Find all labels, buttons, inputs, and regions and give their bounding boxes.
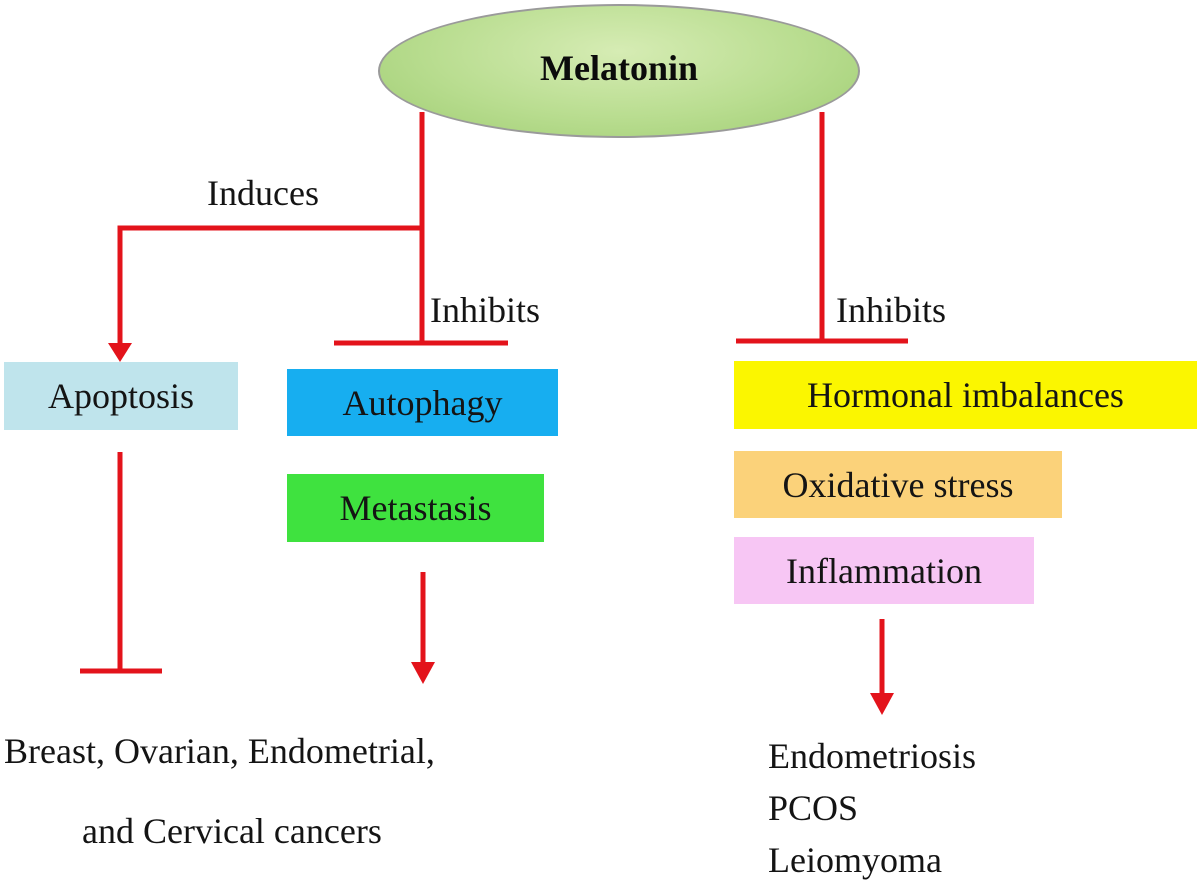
oxidative-stress-box: Oxidative stress xyxy=(734,451,1062,518)
inhibits-left-label: Inhibits xyxy=(430,290,541,330)
cancers-arrowhead xyxy=(411,662,435,684)
metastasis-label: Metastasis xyxy=(339,488,492,528)
autophagy-box: Autophagy xyxy=(287,369,558,436)
disease-item-pcos: PCOS xyxy=(768,788,859,828)
inflammation-box: Inflammation xyxy=(734,537,1034,604)
induces-branch-line xyxy=(117,225,422,345)
disease-list: Endometriosis PCOS Leiomyoma xyxy=(768,730,976,885)
apoptosis-label: Apoptosis xyxy=(47,376,195,416)
cancers-line-1: Breast, Ovarian, Endometrial, xyxy=(4,731,435,771)
melatonin-label: Melatonin xyxy=(540,48,698,88)
disease-item-leiomyoma: Leiomyoma xyxy=(768,840,942,880)
hormonal-imbalances-box: Hormonal imbalances xyxy=(734,361,1197,429)
apoptosis-box: Apoptosis xyxy=(4,362,238,430)
apoptosis-arrowhead xyxy=(108,343,132,362)
induces-label: Induces xyxy=(207,173,319,213)
inflammation-label: Inflammation xyxy=(786,550,982,591)
cancers-line-2: and Cervical cancers xyxy=(82,811,382,851)
hormonal-imbalances-label: Hormonal imbalances xyxy=(807,375,1124,415)
oxidative-stress-label: Oxidative stress xyxy=(782,464,1014,505)
diseases-arrowhead xyxy=(870,693,894,715)
metastasis-box: Metastasis xyxy=(287,474,544,542)
disease-item-endometriosis: Endometriosis xyxy=(768,736,976,776)
melatonin-node: Melatonin xyxy=(378,4,860,138)
autophagy-label: Autophagy xyxy=(342,382,503,423)
inhibits-right-label: Inhibits xyxy=(836,290,947,330)
